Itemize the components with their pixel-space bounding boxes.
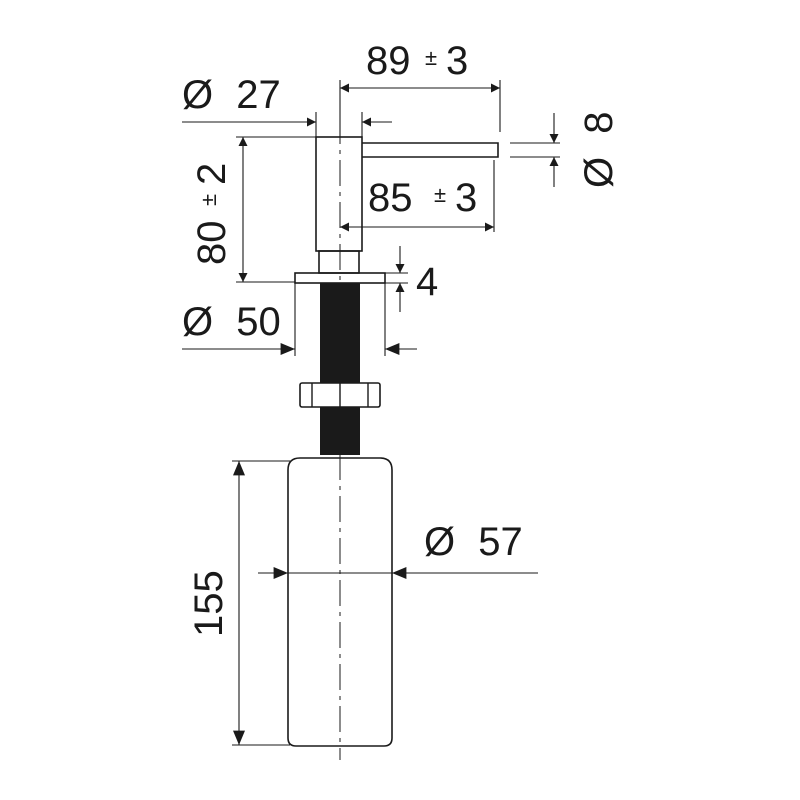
label-50: Ø 50 [182,300,281,344]
label-155: 155 [187,570,231,637]
label-8: Ø 8 [577,112,621,189]
dimension-lines [182,80,560,746]
tol-80: 2 [190,163,234,185]
label-4: 4 [416,260,438,304]
label-89: 89 [366,39,411,83]
label-8-value: 8 [577,112,621,134]
label-57: Ø 57 [424,520,523,564]
label-57-value: 57 [478,520,523,564]
tol-sign-85: ± [434,182,446,207]
tol-89: 3 [446,39,468,83]
tol-sign-89: ± [425,45,437,70]
label-85: 85 [368,176,413,220]
dimension-labels: 89 ± 3 Ø 27 Ø 8 85 ± 3 80 ± 2 4 Ø 50 [182,39,621,637]
pump-neck [318,250,360,274]
pump-head [315,136,363,252]
label-57-symbol: Ø [424,520,455,564]
label-8-symbol: Ø [577,157,621,188]
tol-85: 3 [455,176,477,220]
label-27-symbol: Ø [182,73,213,117]
label-50-symbol: Ø [182,300,213,344]
spout [362,142,499,158]
label-27: Ø 27 [182,73,281,117]
bottle [287,457,393,747]
tol-sign-80: ± [196,194,221,206]
label-80: 80 [190,221,234,266]
label-27-value: 27 [236,73,281,117]
label-50-value: 50 [236,300,281,344]
